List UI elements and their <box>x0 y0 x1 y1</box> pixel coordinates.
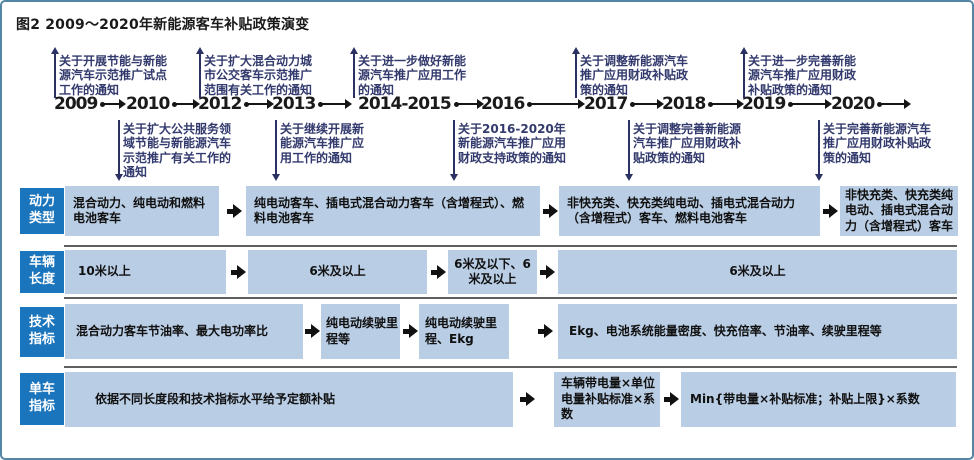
timeline-year: 2009 <box>54 94 98 114</box>
policy-note: 关于开展节能与新能源汽车示范推广试点工作的通知 <box>59 54 168 97</box>
timeline-entry: 2014-2015 <box>358 94 484 114</box>
timeline-arrow-icon <box>244 99 275 110</box>
flow-box: 纯电动续驶里程、Ekg <box>419 304 509 359</box>
figure-title: 图2 2009～2020年新能源客车补贴政策演变 <box>16 17 310 33</box>
timeline-year: 2016 <box>481 94 525 114</box>
flow-arrow-icon <box>520 392 535 406</box>
policy-note: 关于完善新能源汽车推广应用财政补贴政策的通知 <box>823 122 932 165</box>
note-connector-down-icon <box>624 118 633 181</box>
policy-note: 关于调整新能源汽车推广应用财政补贴政策的通知 <box>580 54 689 97</box>
timeline-entry: 2012 <box>198 94 275 114</box>
timeline-arrow-icon <box>877 99 912 110</box>
timeline-entry: 2018 <box>662 94 745 114</box>
policy-note: 关于扩大混合动力城市公交客车示范推广范围有关工作的通知 <box>204 54 313 97</box>
row-label-power-type: 动力类型 <box>20 188 64 234</box>
timeline-arrow-icon <box>630 99 665 110</box>
timeline-year: 2013 <box>272 94 316 114</box>
timeline-year: 2012 <box>198 94 242 114</box>
timeline-entry: 2020 <box>831 94 912 114</box>
timeline-arrow-icon <box>172 99 201 110</box>
timeline-arrow-icon <box>100 99 127 110</box>
timeline-year: 2014-2015 <box>358 94 452 114</box>
flow-box: 非快充类、快充类纯电动、插电式混合动力（含增程式）客车、燃料电池客车 <box>559 186 820 236</box>
flow-arrow-icon <box>431 265 446 279</box>
timeline-entry: 2010 <box>126 94 201 114</box>
flow-arrow-icon <box>664 392 679 406</box>
timeline-arrow-icon <box>453 99 484 110</box>
policy-note: 关于继续开展新能源汽车推广应用工作的通知 <box>280 122 365 165</box>
timeline-year: 2010 <box>126 94 170 114</box>
flow-arrow-icon <box>231 265 246 279</box>
note-connector-up-icon <box>195 47 204 100</box>
timeline-year: 2018 <box>662 94 706 114</box>
flow-box: 非快充类、快充类纯电动、插电式混合动力（含增程式）客车 <box>840 186 958 236</box>
flow-box: 6米及以下、6米及以上 <box>448 250 537 294</box>
flow-arrow-icon <box>227 204 242 218</box>
flow-box: 6米及以上 <box>248 250 427 294</box>
policy-note: 关于调整完善新能源汽车推广应用财政补贴政策的通知 <box>633 122 742 165</box>
flow-arrow-icon <box>823 204 838 218</box>
flow-box: Min{带电量×补贴标准；补贴上限}×系数 <box>681 372 956 427</box>
timeline-arrow-icon <box>527 99 586 110</box>
note-connector-down-icon <box>449 118 458 181</box>
row-divider <box>64 366 957 368</box>
flow-arrow-icon <box>540 265 555 279</box>
timeline-entry: 2009 <box>54 94 127 114</box>
flow-box: 混合动力客车节油率、最大电功率比 <box>65 304 303 359</box>
flow-box: 依据不同长度段和技术指标水平给予定额补贴 <box>65 372 513 427</box>
row-label-per-vehicle-subsidy: 单车指标 <box>20 373 64 425</box>
note-connector-down-icon <box>814 118 823 181</box>
flow-box: 纯电动客车、插电式混合动力客车（含增程式）、燃料电池客车 <box>246 186 540 236</box>
flow-arrow-icon <box>538 324 553 338</box>
note-connector-down-icon <box>114 118 123 181</box>
flow-arrow-icon <box>305 324 320 338</box>
timeline-arrow-icon <box>788 99 833 110</box>
flow-box: 车辆带电量×单位电量补贴标准×系数 <box>554 372 660 427</box>
flow-box: 混合动力、纯电动和燃料电池客车 <box>65 186 219 236</box>
timeline-entry: 2016 <box>481 94 586 114</box>
timeline-entry: 2019 <box>742 94 833 114</box>
flow-box: 10米以上 <box>65 250 226 294</box>
timeline-arrow-icon <box>708 99 745 110</box>
policy-note: 关于扩大公共服务领域节能与新能源汽车示范推广有关工作的通知 <box>123 122 232 180</box>
policy-note: 关于2016-2020年新能源汽车推广应用财政支持政策的通知 <box>458 122 567 165</box>
note-connector-down-icon <box>271 118 280 181</box>
flow-box: 纯电动续驶里程等 <box>321 304 400 359</box>
note-connector-up-icon <box>349 47 358 100</box>
timeline-year: 2020 <box>831 94 875 114</box>
row-divider <box>64 245 957 247</box>
policy-note: 关于进一步做好新能源汽车推广应用工作的通知 <box>358 54 467 97</box>
row-label-technical-indicators: 技术指标 <box>20 307 64 357</box>
timeline-entry: 2013 <box>272 94 353 114</box>
note-connector-up-icon <box>571 47 580 100</box>
timeline-year: 2019 <box>742 94 786 114</box>
flow-box: Ekg、电池系统能量密度、快充倍率、节油率、续驶里程等 <box>558 304 957 359</box>
row-label-vehicle-length: 车辆长度 <box>20 251 64 293</box>
flow-arrow-icon <box>543 204 558 218</box>
row-divider <box>64 297 957 299</box>
note-connector-up-icon <box>739 47 748 100</box>
timeline-year: 2017 <box>584 94 628 114</box>
note-connector-up-icon <box>50 47 59 100</box>
timeline-arrow-icon <box>318 99 353 110</box>
timeline-entry: 2017 <box>584 94 665 114</box>
flow-box: 6米及以上 <box>558 250 957 294</box>
policy-note: 关于进一步完善新能源汽车推广应用财政补贴政策的通知 <box>748 54 857 97</box>
flow-arrow-icon <box>403 324 418 338</box>
